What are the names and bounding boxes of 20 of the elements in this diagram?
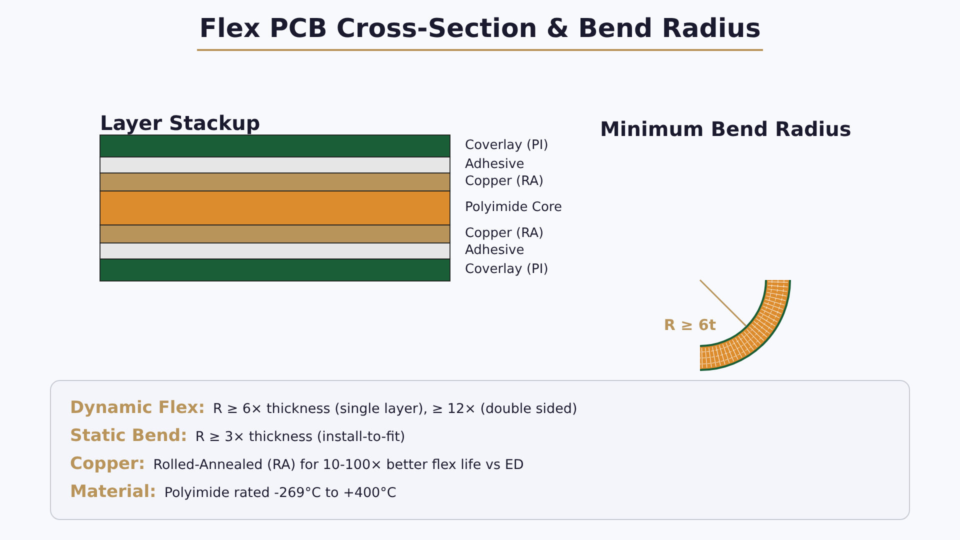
- layer-label: Adhesive: [465, 157, 524, 173]
- description-text: R ≥ 6× thickness (single layer), ≥ 12× (double sided): [213, 401, 578, 417]
- layer-label: Coverlay (PI): [465, 262, 548, 278]
- term-label: Copper:: [70, 454, 146, 474]
- section-heading: Minimum Bend Radius: [600, 117, 852, 141]
- info-panel: [50, 380, 910, 520]
- layer-label: Coverlay (PI): [465, 138, 548, 154]
- page-title: Flex PCB Cross-Section & Bend Radius: [197, 12, 763, 51]
- layer-label: Copper (RA): [465, 226, 544, 242]
- description-text: Polyimide rated -269°C to +400°C: [164, 485, 396, 501]
- description-text: R ≥ 3× thickness (install-to-fit): [195, 429, 406, 445]
- term-label: Material:: [70, 482, 156, 502]
- description-text: Rolled-Annealed (RA) for 10-100× better flex life vs ED: [153, 457, 524, 473]
- layer-label: Adhesive: [465, 243, 524, 259]
- layer-label: Polyimide Core: [465, 200, 562, 216]
- layer-label: Copper (RA): [465, 174, 544, 190]
- section-heading: Layer Stackup: [100, 111, 260, 135]
- term-label: Static Bend:: [70, 426, 188, 446]
- term-label: Dynamic Flex:: [70, 398, 206, 418]
- dimension-label: R ≥ 6t: [664, 316, 716, 334]
